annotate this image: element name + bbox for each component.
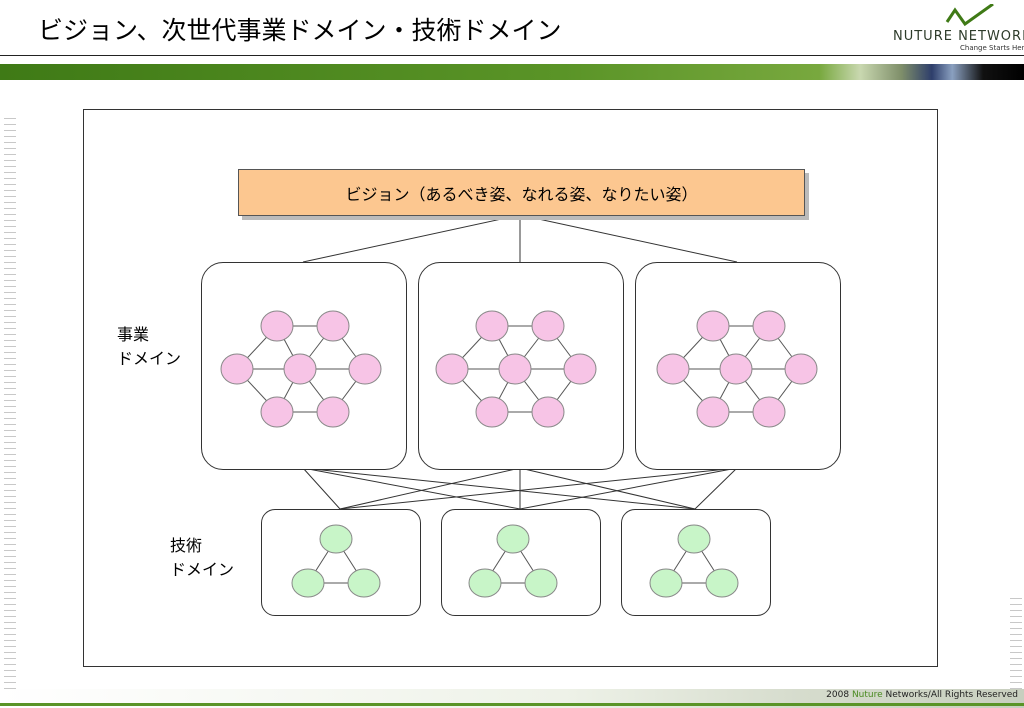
- business-node: [656, 353, 690, 385]
- business-node: [784, 353, 818, 385]
- business-node: [696, 310, 730, 342]
- checkmark-logo-icon: [945, 4, 994, 27]
- footer-line: [0, 703, 1024, 706]
- business-node: [316, 310, 350, 342]
- business-node: [696, 396, 730, 428]
- tech-node: [319, 524, 353, 554]
- tech-node: [649, 568, 683, 598]
- business-label-line1: 事業: [117, 325, 150, 344]
- tech-node: [496, 524, 530, 554]
- business-node: [498, 353, 532, 385]
- title-underline: [0, 55, 1024, 56]
- tech-label-line2: ドメイン: [170, 560, 235, 579]
- tech-node: [524, 568, 558, 598]
- business-node: [475, 310, 509, 342]
- business-node: [435, 353, 469, 385]
- logo-brand-text: NUTURE NETWORKS: [893, 29, 1024, 44]
- business-node: [475, 396, 509, 428]
- page-title: ビジョン、次世代事業ドメイン・技術ドメイン: [38, 16, 562, 45]
- right-ruler: [1010, 598, 1022, 698]
- footer-rest: Networks/All Rights Reserved: [882, 690, 1018, 700]
- business-node: [719, 353, 753, 385]
- business-node: [563, 353, 597, 385]
- business-node: [531, 396, 565, 428]
- vision-box: ビジョン（あるべき姿、なれる姿、なりたい姿）: [238, 169, 805, 216]
- business-node: [260, 310, 294, 342]
- logo-tagline: Change Starts Here: [960, 44, 1024, 52]
- business-node: [531, 310, 565, 342]
- business-node: [220, 353, 254, 385]
- footer-year: 2008: [826, 690, 850, 700]
- tech-node: [291, 568, 325, 598]
- business-node: [316, 396, 350, 428]
- tech-node: [705, 568, 739, 598]
- business-node: [260, 396, 294, 428]
- company-logo: NUTURE NETWORKS Change Starts Here: [885, 4, 1024, 54]
- business-label-line2: ドメイン: [117, 349, 182, 368]
- tech-node: [677, 524, 711, 554]
- business-node: [283, 353, 317, 385]
- tech-domain-label: 技術 ドメイン: [170, 534, 234, 582]
- business-node: [348, 353, 382, 385]
- business-node: [752, 396, 786, 428]
- business-domain-label: 事業 ドメイン: [117, 323, 181, 371]
- footer-copyright: 2008 Nuture Networks/All Rights Reserved: [826, 690, 1018, 700]
- footer-brand: Nuture: [851, 690, 883, 700]
- tech-node: [347, 568, 381, 598]
- left-ruler: [4, 118, 16, 698]
- header-band: [0, 64, 1024, 80]
- business-node: [752, 310, 786, 342]
- tech-label-line1: 技術: [170, 536, 203, 555]
- tech-node: [468, 568, 502, 598]
